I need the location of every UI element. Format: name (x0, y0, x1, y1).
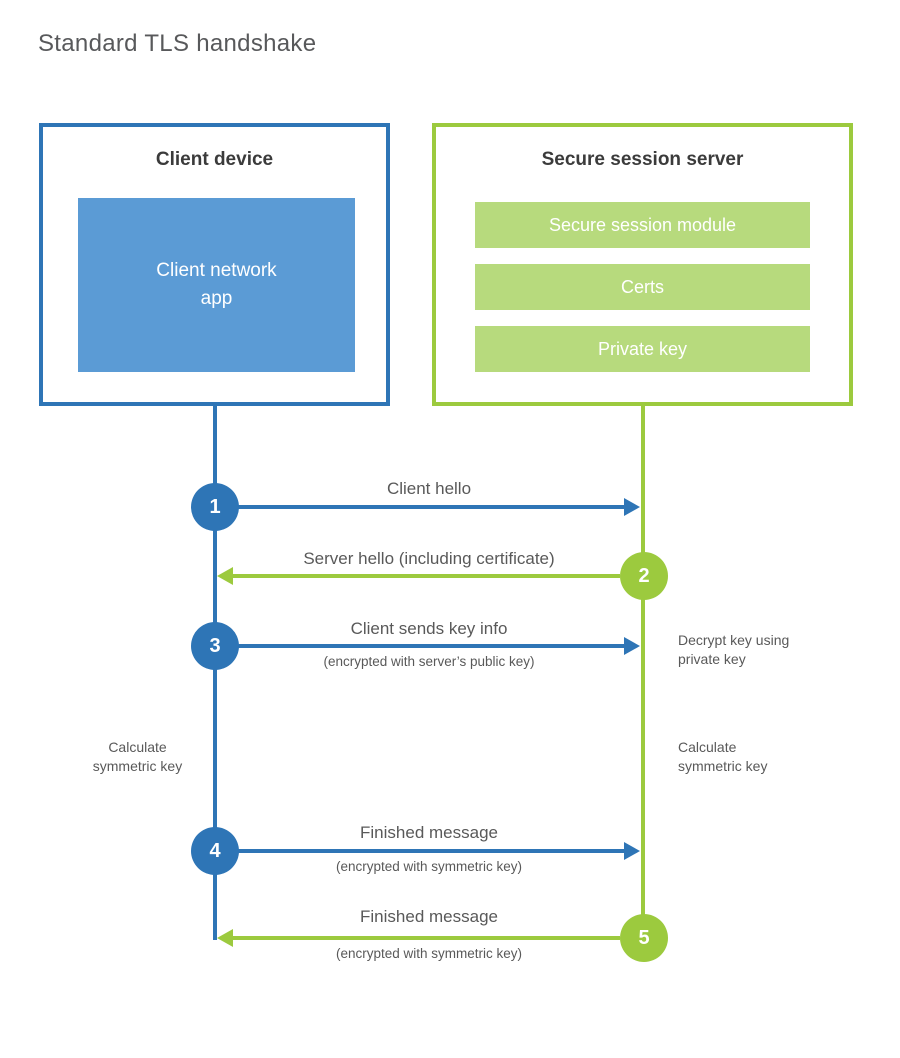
step-3-arrow (215, 644, 624, 648)
step-5-label: Finished message (360, 907, 498, 926)
step-4-arrow (215, 849, 624, 853)
step-4-circle: 4 (191, 827, 239, 875)
note-decrypt-key: Decrypt key using private key (678, 631, 789, 669)
step-1-number: 1 (209, 495, 221, 518)
step-5-sublabel: (encrypted with symmetric key) (335, 946, 523, 961)
note-calc-right-line2: symmetric key (678, 758, 768, 774)
note-calc-symmetric-key-server: Calculate symmetric key (678, 738, 767, 776)
step-2-arrowhead-icon (217, 567, 233, 585)
note-calc-symmetric-key-client: Calculate symmetric key (75, 738, 200, 776)
step-5-number: 5 (638, 926, 650, 949)
note-decrypt-line1: Decrypt key using (678, 632, 790, 648)
client-app-label-line1: Client network (156, 260, 277, 281)
server-module-private-key: Private key (475, 326, 810, 372)
step-5-arrowhead-icon (217, 929, 233, 947)
step-1-circle: 1 (191, 483, 239, 531)
step-5-circle: 5 (620, 914, 668, 962)
server-title: Secure session server (541, 149, 744, 170)
note-calc-right-line1: Calculate (678, 739, 737, 755)
step-4-sublabel: (encrypted with symmetric key) (335, 859, 523, 874)
step-3-label: Client sends key info (350, 619, 508, 638)
step-2-label: Server hello (including certificate) (303, 549, 555, 568)
step-1-arrow (215, 505, 624, 509)
note-decrypt-line2: private key (678, 651, 746, 667)
step-1-label: Client hello (386, 479, 472, 498)
step-4-label: Finished message (360, 823, 498, 842)
step-4-arrowhead-icon (624, 842, 640, 860)
client-device-title: Client device (155, 149, 274, 170)
client-app-label-line2: app (200, 288, 233, 309)
server-lifeline (641, 406, 645, 938)
step-2-arrow (233, 574, 620, 578)
client-lifeline (213, 406, 217, 940)
secure-session-server-box: Secure session server Secure session mod… (432, 123, 853, 406)
note-calc-left-line1: Calculate (108, 739, 167, 755)
client-network-app-block: Client network app (78, 198, 355, 372)
step-3-number: 3 (209, 634, 221, 657)
step-2-circle: 2 (620, 552, 668, 600)
step-4-number: 4 (209, 839, 221, 862)
server-module-secure-session: Secure session module (475, 202, 810, 248)
page-title: Standard TLS handshake (38, 30, 317, 57)
step-3-arrowhead-icon (624, 637, 640, 655)
step-1-arrowhead-icon (624, 498, 640, 516)
step-3-sublabel: (encrypted with server’s public key) (323, 654, 535, 669)
step-2-number: 2 (638, 564, 650, 587)
client-device-box: Client device Client network app (39, 123, 390, 406)
step-3-circle: 3 (191, 622, 239, 670)
server-module-certs: Certs (475, 264, 810, 310)
note-calc-left-line2: symmetric key (92, 758, 183, 774)
step-5-arrow (233, 936, 620, 940)
